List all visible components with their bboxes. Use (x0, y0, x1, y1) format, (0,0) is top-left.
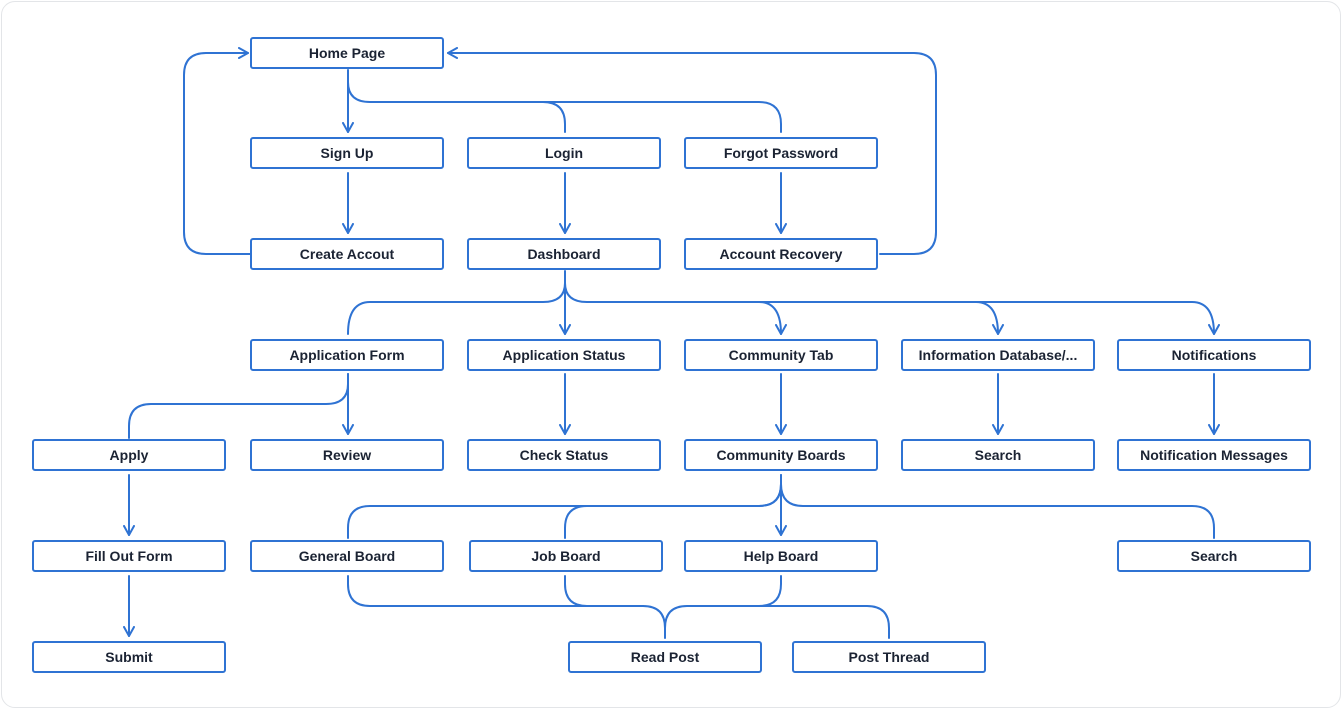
edge-help-read (664, 575, 782, 629)
node-notification-messages[interactable]: Notification Messages (1117, 439, 1311, 471)
node-notifications[interactable]: Notifications (1117, 339, 1311, 371)
node-home-page[interactable]: Home Page (250, 37, 444, 69)
node-sign-up[interactable]: Sign Up (250, 137, 444, 169)
edge-dashboard-infodb (586, 301, 1004, 335)
node-review[interactable]: Review (250, 439, 444, 471)
node-dashboard[interactable]: Dashboard (467, 238, 661, 270)
edge-job-read (564, 575, 644, 607)
node-application-status[interactable]: Application Status (467, 339, 661, 371)
node-create-account[interactable]: Create Accout (250, 238, 444, 270)
node-search-boards[interactable]: Search (1117, 540, 1311, 572)
node-account-recovery[interactable]: Account Recovery (684, 238, 878, 270)
edge-login-home (347, 81, 566, 133)
node-submit[interactable]: Submit (32, 641, 226, 673)
node-search-info[interactable]: Search (901, 439, 1095, 471)
edge-create-home (183, 47, 251, 255)
node-community-boards[interactable]: Community Boards (684, 439, 878, 471)
edge-general-read (347, 575, 666, 639)
node-application-form[interactable]: Application Form (250, 339, 444, 371)
node-login[interactable]: Login (467, 137, 661, 169)
node-check-status[interactable]: Check Status (467, 439, 661, 471)
node-job-board[interactable]: Job Board (469, 540, 663, 572)
node-apply[interactable]: Apply (32, 439, 226, 471)
edge-boards-job (564, 483, 782, 539)
node-general-board[interactable]: General Board (250, 540, 444, 572)
node-forgot-password[interactable]: Forgot Password (684, 137, 878, 169)
edge-dashboard-notifications (975, 301, 1220, 335)
node-community-tab[interactable]: Community Tab (684, 339, 878, 371)
edge-dashboard-community (564, 282, 787, 335)
edge-dashboard-appform (347, 282, 566, 335)
edge-forgot-home (542, 101, 782, 133)
node-fill-out-form[interactable]: Fill Out Form (32, 540, 226, 572)
node-read-post[interactable]: Read Post (568, 641, 762, 673)
edge-thread (758, 605, 890, 639)
edge-appform-apply (128, 373, 349, 439)
node-post-thread[interactable]: Post Thread (792, 641, 986, 673)
node-help-board[interactable]: Help Board (684, 540, 878, 572)
node-information-database[interactable]: Information Database/... (901, 339, 1095, 371)
edge-recovery-home (447, 47, 937, 255)
edge-boards-search (780, 483, 1215, 539)
